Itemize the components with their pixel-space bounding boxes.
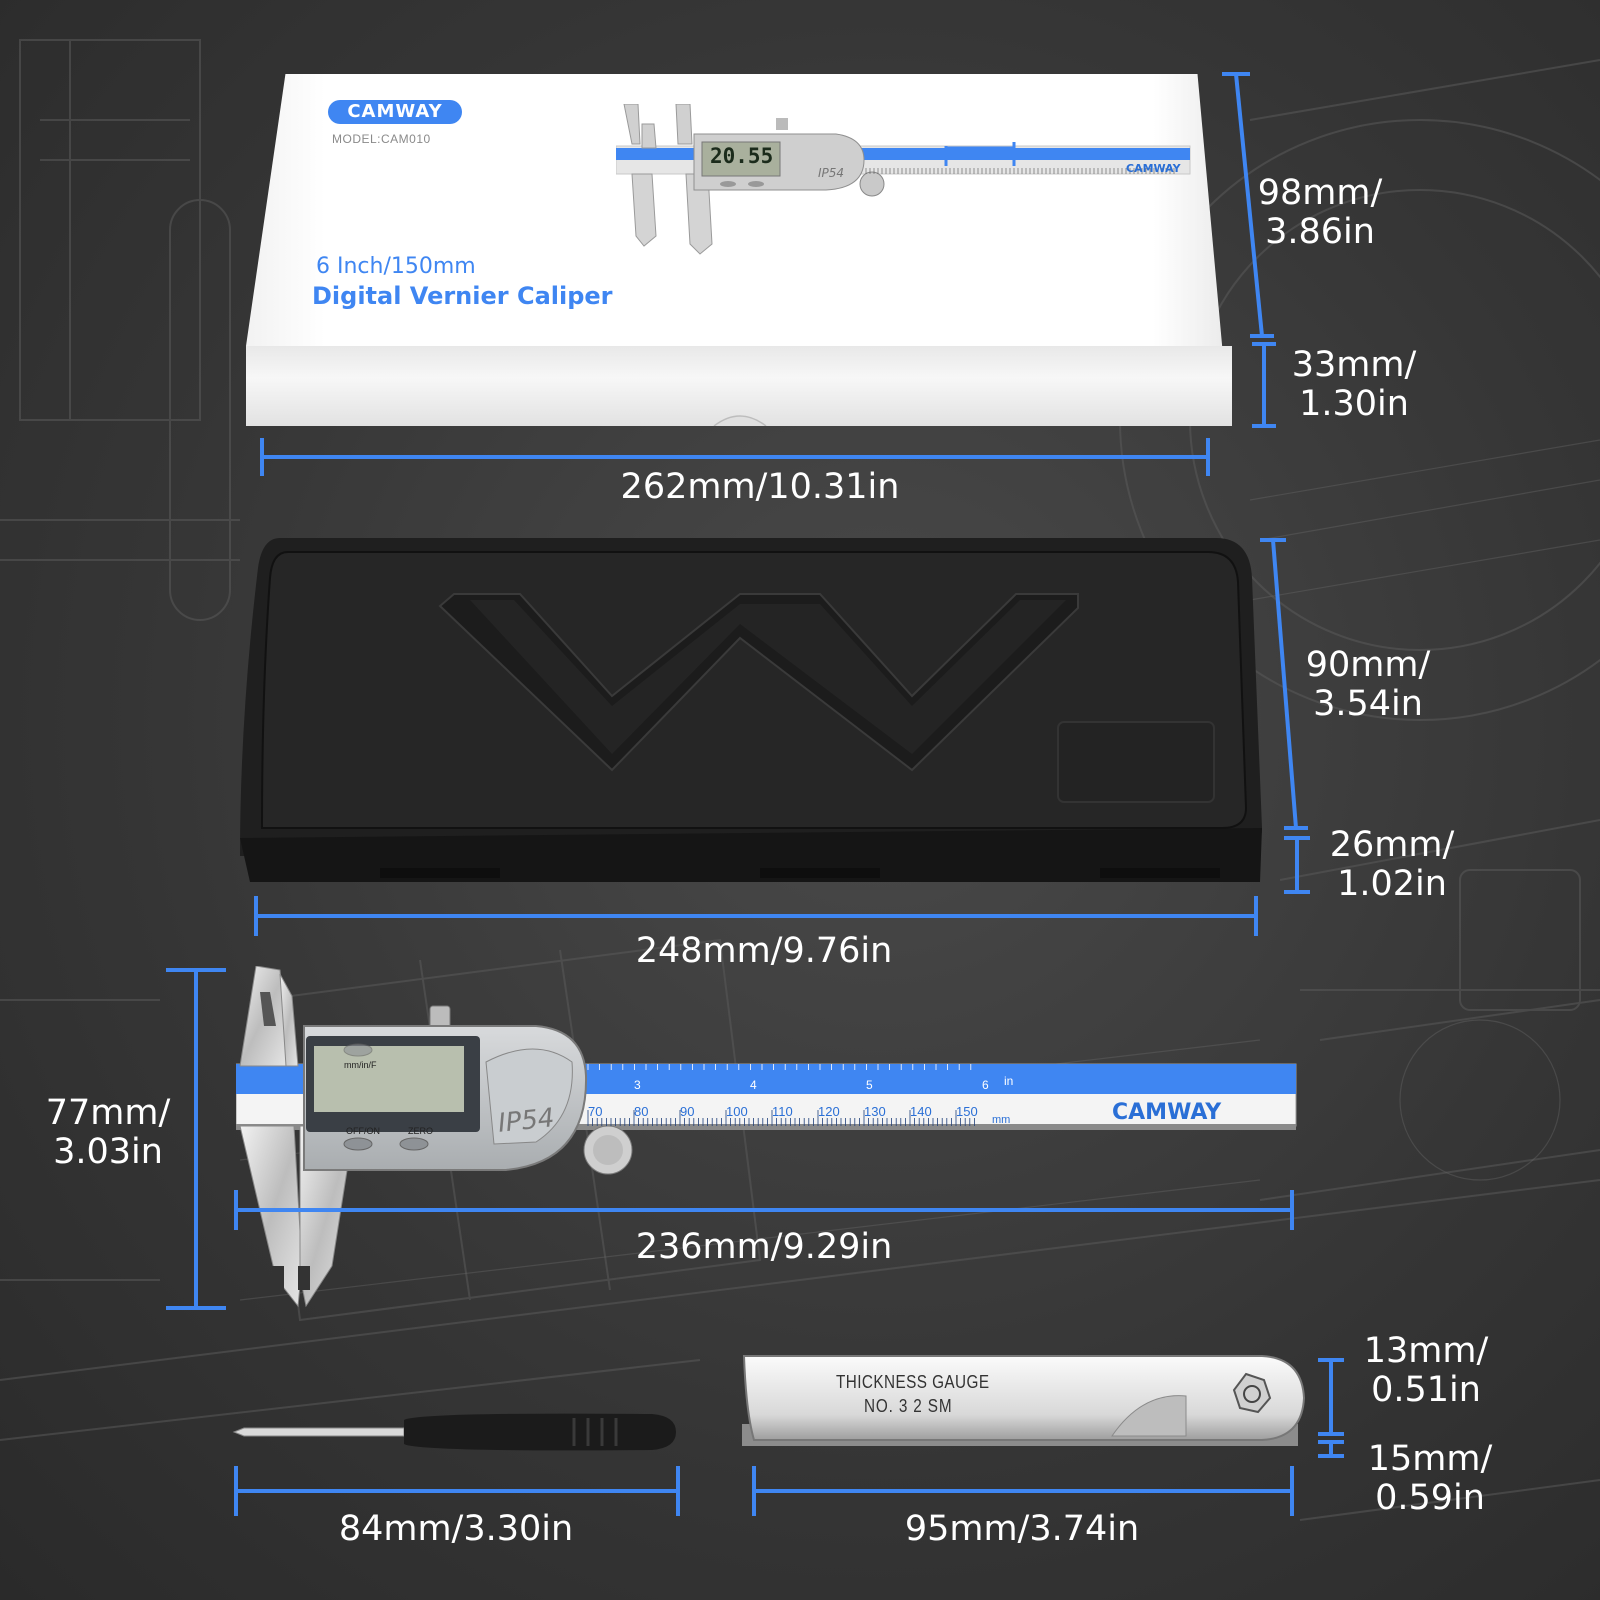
gauge-height-mm: 13mm/ — [1363, 1331, 1489, 1371]
inch-scale-number: 5 — [866, 1078, 873, 1092]
box-size-label: 6 Inch/150mm — [316, 254, 476, 279]
mm-scale-number: 110 — [772, 1104, 793, 1119]
thickness-gauge — [742, 1355, 1306, 1446]
inch-scale-number: 6 — [982, 1078, 989, 1092]
box-caliper-ip-rating: IP54 — [818, 166, 845, 180]
mm-unit-label: mm — [992, 1114, 1011, 1126]
box-depth-label: 33mm/ 1.30in — [1284, 346, 1424, 424]
storage-case — [240, 538, 1262, 882]
caliper-length-label: 236mm/9.29in — [635, 1227, 893, 1267]
caliper-height-mm: 77mm/ — [45, 1093, 171, 1133]
gauge-depth-mm: 15mm/ — [1367, 1439, 1493, 1479]
mm-scale-number: 70 — [588, 1104, 603, 1119]
mm-scale-number: 120 — [818, 1104, 840, 1119]
box-thumb-notch — [713, 415, 767, 426]
box-front-panel — [246, 346, 1232, 426]
caliper-brand: CAMWAY — [1112, 1100, 1222, 1125]
case-depth-label: 26mm/ 1.02in — [1320, 826, 1464, 904]
caliper-height-label: 77mm/ 3.03in — [38, 1094, 178, 1172]
gauge-depth-label: 15mm/ 0.59in — [1358, 1440, 1502, 1518]
box-height-in: 3.86in — [1265, 212, 1375, 252]
mm-scale-number: 130 — [864, 1104, 886, 1119]
box-brand-badge: CAMWAY — [328, 100, 462, 124]
case-height-label: 90mm/ 3.54in — [1298, 646, 1438, 724]
power-button-label: OFF/ON — [346, 1126, 380, 1136]
mm-scale-number: 150 — [956, 1104, 978, 1119]
box-caliper-illustration — [616, 104, 1191, 255]
case-depth-mm: 26mm/ — [1329, 825, 1455, 865]
zero-button-label: ZERO — [408, 1126, 434, 1136]
caliper-height-in: 3.03in — [53, 1132, 163, 1172]
caliper-ip-rating: IP54 — [496, 1103, 556, 1139]
inch-unit-label: in — [1004, 1074, 1014, 1088]
mm-scale-number: 140 — [910, 1104, 932, 1119]
box-length-label: 262mm/10.31in — [620, 467, 900, 507]
mm-scale-number: 90 — [680, 1104, 695, 1119]
box-product-name: Digital Vernier Caliper — [312, 282, 613, 310]
case-height-mm: 90mm/ — [1305, 645, 1431, 685]
gauge-length-label: 95mm/3.74in — [904, 1509, 1140, 1549]
box-caliper-brand: CAMWAY — [1126, 162, 1181, 175]
gauge-number: NO. 3 2 SM — [864, 1396, 953, 1416]
box-model-number: MODEL:CAM010 — [332, 132, 431, 146]
gauge-title: THICKNESS GAUGE — [836, 1372, 990, 1392]
screwdriver-length-label: 84mm/3.30in — [338, 1509, 574, 1549]
gauge-depth-in: 0.59in — [1375, 1478, 1485, 1518]
mm-scale-number: 80 — [634, 1104, 649, 1119]
inch-scale-number: 4 — [750, 1078, 757, 1092]
box-height-mm: 98mm/ — [1257, 173, 1383, 213]
case-length-label: 248mm/9.76in — [635, 931, 893, 971]
box-depth-mm: 33mm/ — [1291, 345, 1417, 385]
box-caliper-display: 20.55 — [710, 144, 774, 168]
case-depth-in: 1.02in — [1337, 864, 1447, 904]
box-height-label: 98mm/ 3.86in — [1250, 174, 1390, 252]
gauge-height-in: 0.51in — [1371, 1370, 1481, 1410]
box-depth-in: 1.30in — [1299, 384, 1409, 424]
gauge-height-label: 13mm/ 0.51in — [1354, 1332, 1498, 1410]
unit-button-label: mm/in/F — [344, 1060, 377, 1070]
inch-scale-number: 3 — [634, 1078, 641, 1092]
digital-caliper — [236, 966, 1297, 1308]
case-height-in: 3.54in — [1313, 684, 1423, 724]
mm-scale-number: 100 — [726, 1104, 748, 1119]
screwdriver — [232, 1413, 676, 1451]
